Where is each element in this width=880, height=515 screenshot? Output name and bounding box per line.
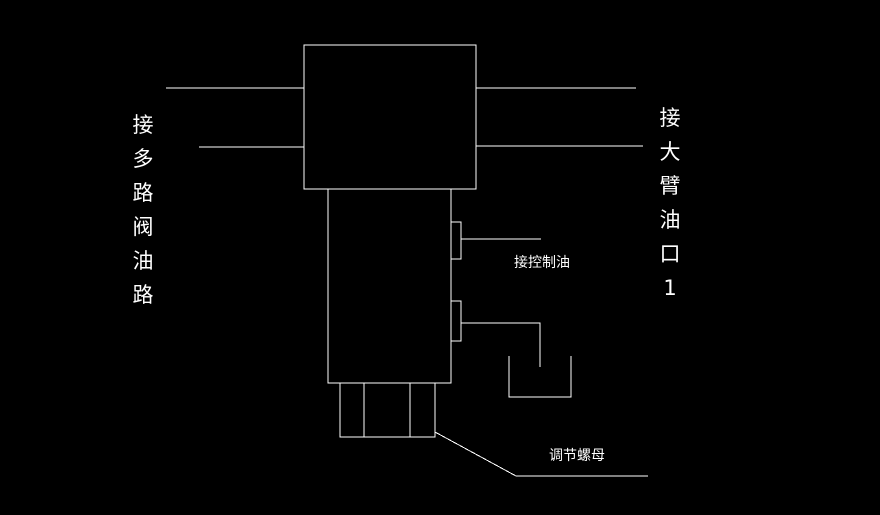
- control-port-fitting: [450, 221, 462, 260]
- control-port-label: 接控制油: [514, 255, 570, 271]
- lower-valve-body: [327, 188, 452, 384]
- upper-valve-block: [303, 44, 477, 190]
- adjust-nut-leader-line: [434, 431, 648, 477]
- right-port-label: 接大臂油口1: [659, 106, 681, 300]
- left-port-label: 接多路阀油路: [132, 113, 154, 307]
- adjust-nut-label: 调节螺母: [549, 448, 605, 464]
- adjust-nut-body: [339, 382, 436, 438]
- drain-port-fitting: [450, 300, 462, 342]
- drain-line: [461, 322, 541, 367]
- oil-tank-symbol: [508, 356, 572, 398]
